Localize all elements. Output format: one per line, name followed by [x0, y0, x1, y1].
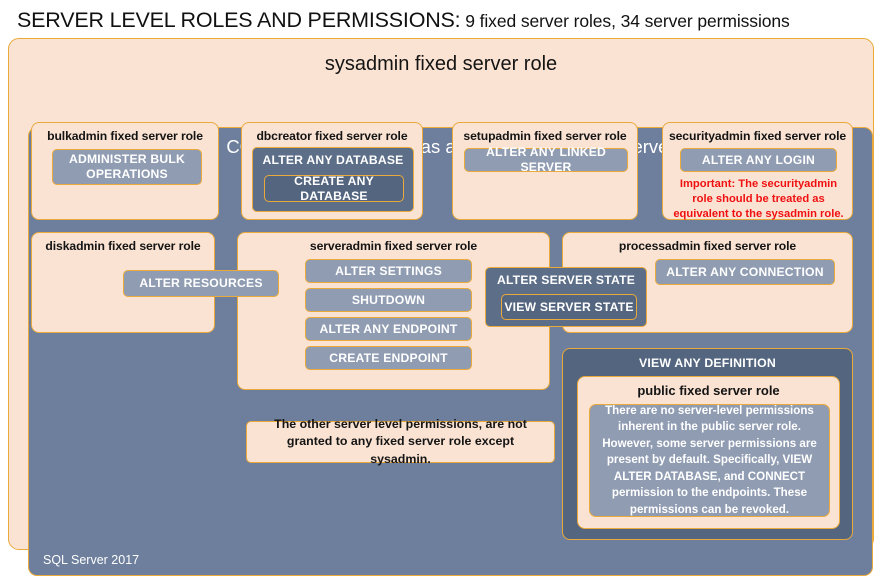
role-title-bulkadmin: bulkadmin fixed server role [47, 129, 203, 143]
page-title: SERVER LEVEL ROLES AND PERMISSIONS: 9 fi… [17, 8, 790, 33]
sysadmin-role-label: sysadmin fixed server role [324, 53, 558, 75]
product-version-label: SQL Server 2017 [43, 553, 140, 567]
public-role-outer-group: VIEW ANY DEFINITION public fixed server … [562, 348, 853, 540]
role-box-bulkadmin: bulkadmin fixed server role ADMINISTER B… [31, 122, 219, 220]
permission-alter-any-database-label: ALTER ANY DATABASE [262, 153, 404, 167]
role-box-public: public fixed server role There are no se… [577, 376, 840, 529]
page-title-sub: 9 fixed server roles, 34 server permissi… [460, 11, 790, 31]
permission-alter-any-linked-server[interactable]: ALTER ANY LINKED SERVER [464, 145, 628, 174]
permission-alter-settings[interactable]: ALTER SETTINGS [305, 259, 472, 283]
permission-administer-bulk-operations[interactable]: ADMINISTER BULK OPERATIONS [52, 149, 202, 185]
role-title-securityadmin: securityadmin fixed server role [668, 129, 847, 143]
permission-alter-resources[interactable]: ALTER RESOURCES [123, 270, 279, 297]
sysadmin-role-frame: sysadmin fixed server role CONTROL SERVE… [8, 38, 874, 576]
role-title-processadmin: processadmin fixed server role [618, 239, 797, 253]
role-title-public: public fixed server role [637, 383, 780, 398]
permission-view-any-definition[interactable]: VIEW ANY DEFINITION [638, 356, 777, 370]
role-box-setupadmin: setupadmin fixed server role ALTER ANY L… [452, 122, 638, 220]
permission-create-any-database[interactable]: CREATE ANY DATABASE [264, 174, 404, 203]
permission-alter-any-connection[interactable]: ALTER ANY CONNECTION [655, 259, 835, 285]
role-title-dbcreator: dbcreator fixed server role [256, 129, 408, 143]
role-title-serveradmin: serveradmin fixed server role [309, 239, 478, 253]
permission-view-server-state[interactable]: VIEW SERVER STATE [501, 294, 637, 320]
permission-alter-any-endpoint[interactable]: ALTER ANY ENDPOINT [305, 317, 472, 341]
role-box-dbcreator: dbcreator fixed server role ALTER ANY DA… [241, 122, 423, 220]
diagram-root: SERVER LEVEL ROLES AND PERMISSIONS: 9 fi… [8, 8, 874, 576]
permission-alter-server-state-label: ALTER SERVER STATE [496, 273, 636, 287]
permission-shutdown[interactable]: SHUTDOWN [305, 288, 472, 312]
role-title-setupadmin: setupadmin fixed server role [463, 129, 627, 143]
securityadmin-warning-text: Important: The securityadmin role should… [673, 178, 844, 221]
page-title-strong: SERVER LEVEL ROLES AND PERMISSIONS: [17, 8, 461, 32]
public-role-description: There are no server-level permissions in… [589, 404, 830, 517]
permission-alter-any-login[interactable]: ALTER ANY LOGIN [680, 148, 837, 172]
other-permissions-note: The other server level permissions, are … [246, 417, 555, 466]
permission-create-endpoint[interactable]: CREATE ENDPOINT [305, 346, 472, 370]
role-title-diskadmin: diskadmin fixed server role [45, 239, 201, 253]
role-box-serveradmin: serveradmin fixed server role ALTER SETT… [237, 232, 550, 390]
role-box-securityadmin: securityadmin fixed server role ALTER AN… [662, 122, 853, 220]
